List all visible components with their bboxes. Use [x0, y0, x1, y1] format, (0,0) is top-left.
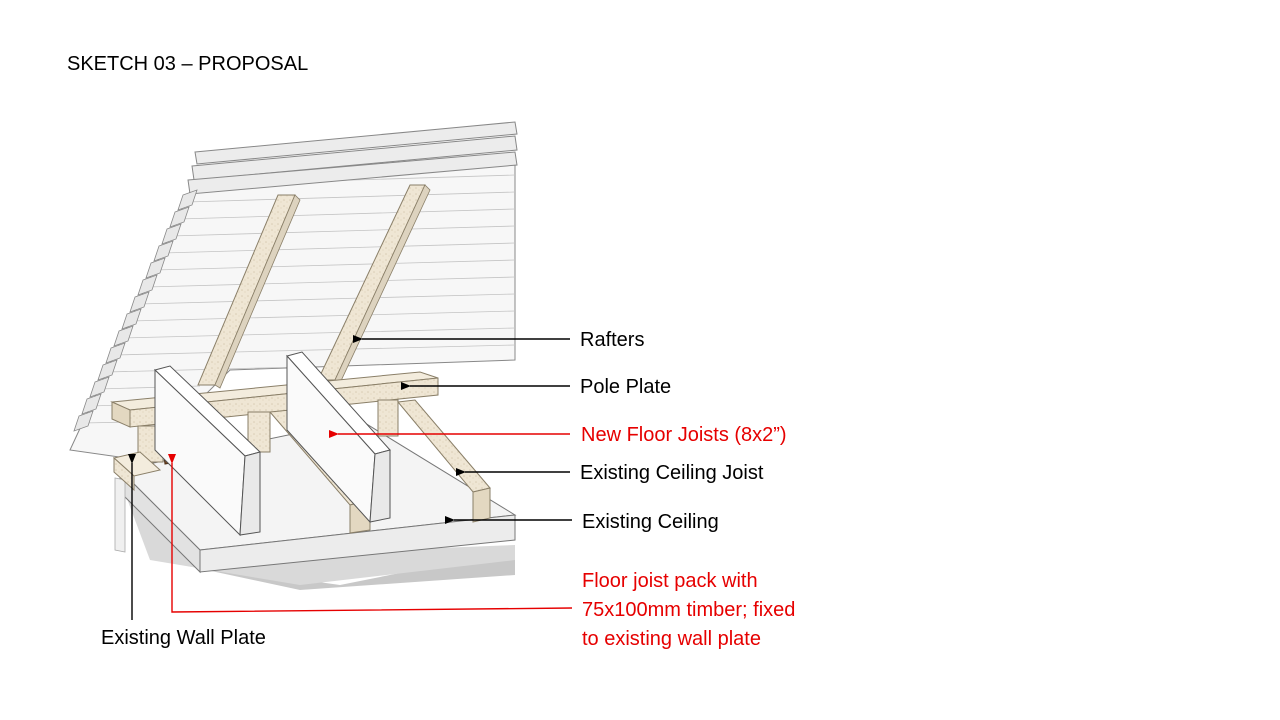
tile-edge: [73, 189, 198, 432]
label-rafters: Rafters: [580, 329, 645, 351]
rafter-left: [197, 194, 301, 389]
note-floor-joist-pack: Floor joist pack with 75x100mm timber; f…: [582, 567, 882, 654]
note-line-2: 75x100mm timber; fixed: [582, 599, 796, 621]
leader-floor-joist-pack: [168, 454, 573, 613]
note-line-1: Floor joist pack with: [582, 570, 758, 592]
label-new-floor-joists: New Floor Joists (8x2”): [581, 424, 787, 446]
new-floor-joist-right: [286, 351, 391, 524]
new-floor-joist-left: [154, 365, 261, 537]
label-pole-plate: Pole Plate: [580, 376, 672, 398]
note-line-3: to existing wall plate: [582, 628, 761, 650]
page-title: SKETCH 03 – PROPOSAL: [67, 53, 309, 75]
label-existing-ceiling-joist: Existing Ceiling Joist: [580, 462, 764, 484]
ridge-tiles: [187, 121, 518, 195]
label-existing-wall-plate: Existing Wall Plate: [101, 627, 266, 649]
label-existing-ceiling: Existing Ceiling: [582, 511, 719, 533]
